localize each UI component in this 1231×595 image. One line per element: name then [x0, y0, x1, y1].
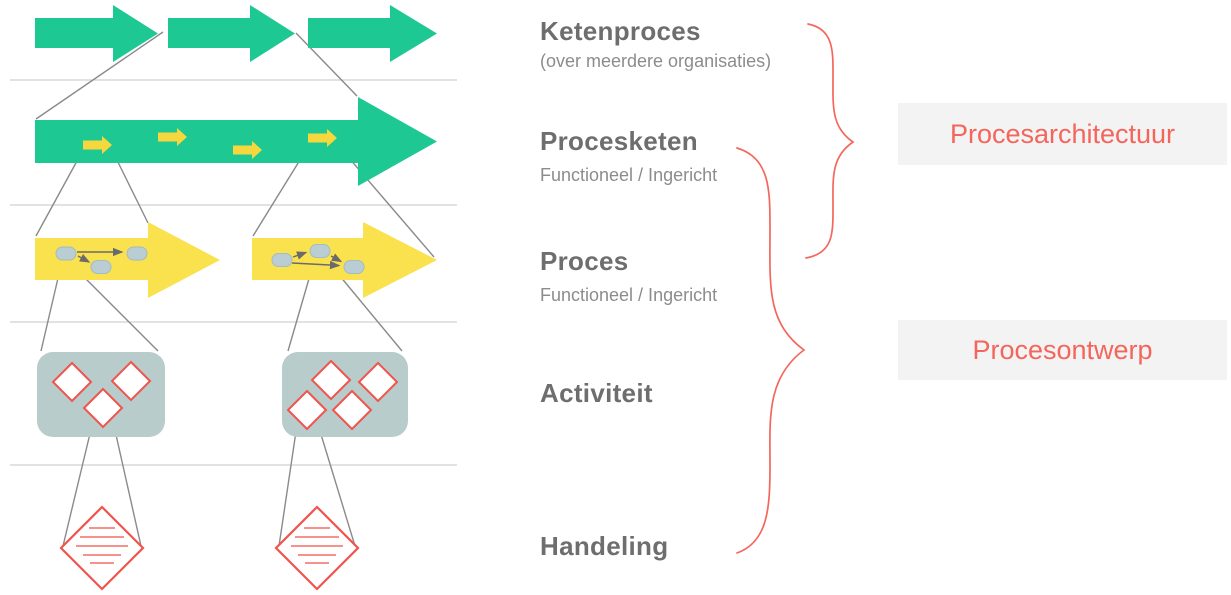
sublabel-proces: Functioneel / Ingericht [540, 285, 718, 305]
label-proces: Proces [540, 246, 629, 276]
grouping-braces [736, 23, 855, 554]
handeling-diamond-large [274, 505, 360, 591]
procesontwerp-brace [736, 147, 806, 554]
handeling-diamond-small [331, 389, 373, 431]
connector-line [62, 416, 95, 547]
handeling-diamond-small [310, 359, 352, 401]
activity-node [90, 260, 112, 274]
procesarchitectuur-brace [805, 23, 855, 259]
handeling-diamond-small [286, 389, 328, 431]
mini-process-arrow [83, 136, 112, 154]
mini-process-arrow [308, 129, 337, 147]
node-flow-arrow [292, 251, 308, 260]
activity-node [271, 253, 293, 267]
connector-line [315, 417, 356, 547]
level-activiteit-shapes [37, 352, 408, 437]
handeling-diamond-small [82, 387, 124, 429]
activity-node [309, 244, 331, 258]
ketenproces-arrow [308, 5, 437, 62]
tag-procesarchitectuur: Procesarchitectuur [898, 103, 1227, 165]
proces-arrow [35, 222, 220, 298]
ketenproces-arrow [168, 5, 295, 62]
level-proces-shapes [35, 222, 437, 298]
activity-node [343, 260, 365, 274]
connector-line [278, 417, 299, 547]
connector-line [35, 31, 164, 120]
level-ketenproces-shapes [35, 5, 437, 62]
mini-process-arrow [233, 141, 262, 159]
level-handeling-shapes [59, 505, 360, 591]
connector-line [111, 416, 142, 547]
connector-line [295, 32, 358, 97]
handeling-diamond-small [110, 360, 152, 402]
sublabel-ketenproces: (over meerdere organisaties) [540, 51, 772, 71]
procesketen-arrow [35, 97, 437, 186]
label-handeling: Handeling [540, 531, 669, 561]
label-ketenproces: Ketenproces [540, 16, 701, 46]
proces-arrow [252, 222, 437, 298]
handeling-diamond-small [357, 361, 399, 403]
level-procesketen-shapes [35, 97, 437, 186]
tag-procesontwerp: Procesontwerp [898, 320, 1227, 380]
handeling-diamond-small [51, 361, 93, 403]
ketenproces-arrow [35, 5, 158, 62]
sublabel-procesketen: Functioneel / Ingericht [540, 165, 718, 185]
row-separators [10, 79, 457, 466]
node-flow-arrow [77, 253, 91, 263]
handeling-diamond-large [59, 505, 145, 591]
mini-process-arrow [158, 128, 187, 146]
node-flow-arrow [291, 260, 341, 270]
label-procesketen: Procesketen [540, 126, 698, 156]
connector-line [35, 149, 84, 237]
activity-node [126, 246, 148, 261]
label-activiteit: Activiteit [540, 378, 653, 408]
activity-node [55, 246, 77, 261]
node-flow-arrow [330, 253, 343, 263]
